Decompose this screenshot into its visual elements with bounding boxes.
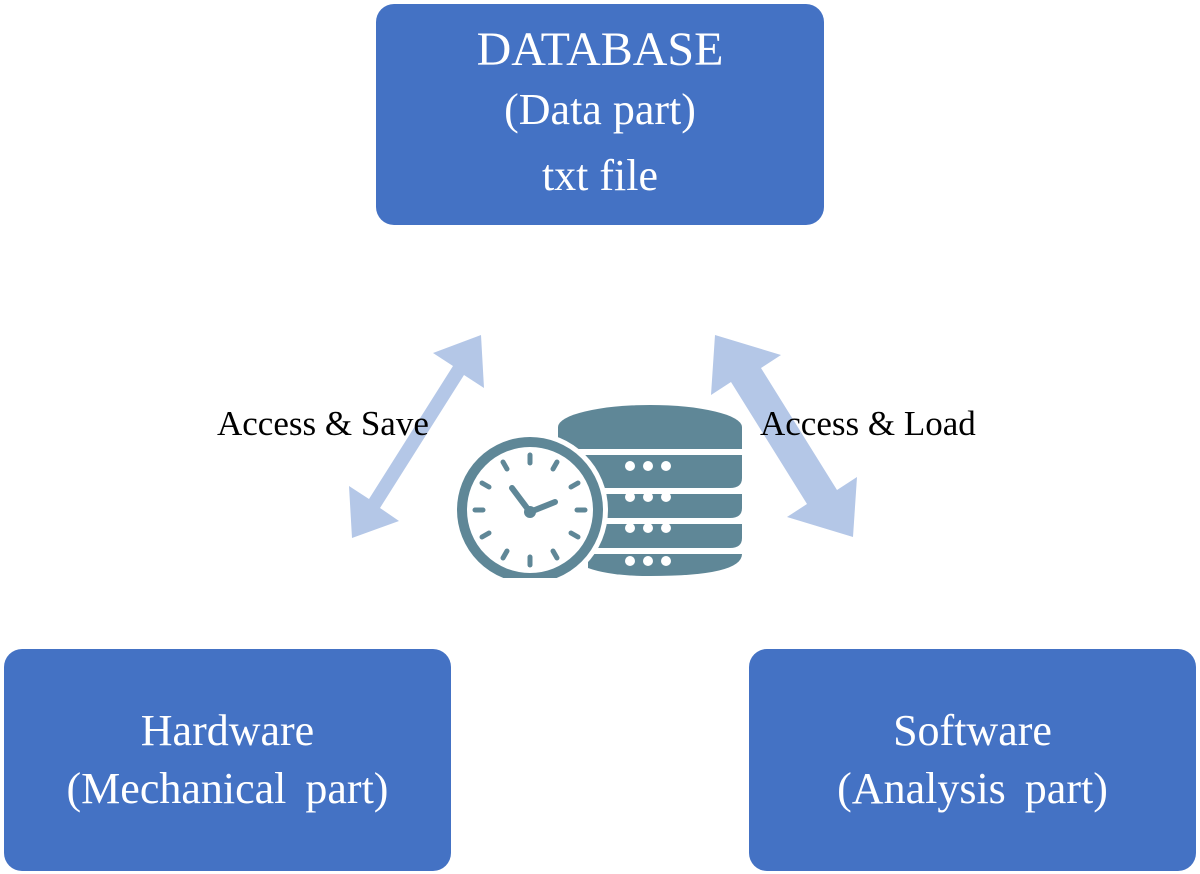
right-double-arrow	[711, 335, 857, 537]
database-format: txt file	[541, 151, 659, 200]
left-double-arrow	[349, 335, 484, 538]
hardware-title: Hardware	[140, 706, 315, 755]
software-title: Software	[893, 706, 1052, 755]
database-subtitle: (Data part)	[504, 85, 696, 134]
hardware-subtitle: (Mechanical part)	[66, 764, 389, 813]
access-save-label: Access & Save	[217, 404, 429, 443]
access-load-label: Access & Load	[760, 404, 976, 443]
database-clock-icon	[455, 405, 742, 578]
software-box: Software (Analysis part)	[749, 649, 1196, 871]
database-title: DATABASE	[476, 23, 724, 76]
hardware-box: Hardware (Mechanical part)	[4, 649, 451, 871]
software-subtitle: (Analysis part)	[837, 764, 1108, 813]
database-box: DATABASE (Data part) txt file	[376, 4, 824, 225]
